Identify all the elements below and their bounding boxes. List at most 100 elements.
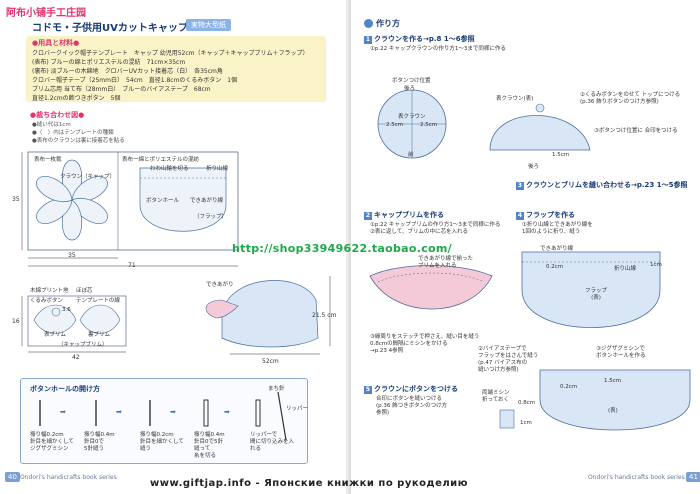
watermark-text: 阿布小铺手工庄园: [6, 8, 86, 19]
materials-line: クロバー帽子テープ（25mm白） 54cm 直径1.8cmのくるみボタン 1個: [32, 77, 238, 84]
fabric-label: 表布一綿とポリエステルの混紡: [122, 157, 200, 163]
covered-button-label: くるみボタン: [30, 298, 63, 304]
crown-diagram: [377, 89, 591, 159]
diagram-label: 表クラウン(表): [496, 96, 534, 102]
cutting-diagram: [21, 151, 239, 267]
diagram-label: ③ボタンつけ位置に 合印をつける: [594, 128, 678, 134]
svg-text:➡: ➡: [60, 408, 66, 416]
layout-note: ●表布のクラウンは裏に接着芯を貼る: [32, 138, 125, 144]
diagram-label: 1.5cm: [552, 152, 570, 158]
diagram-label: 0.2cm: [560, 384, 578, 390]
diagram-label: ③ジグザグミシンで ボタンホールを作る: [596, 346, 646, 359]
step-title-text: クラウンを作る→p.8 1〜6参照: [374, 35, 475, 43]
flap-diagram: [499, 251, 691, 431]
step-2-text: ①p.22 キャップブリムの作り方1〜3まで同様に作る ②表に返して、ブリムの中…: [370, 222, 501, 235]
diagram-label: 1.5cm: [604, 378, 622, 384]
layout-title: ●裁ち合わせ図●: [30, 111, 85, 119]
buttonhole-steps-diagram: ➡ ➡ ➡ ➡: [39, 391, 287, 441]
diagram-label: フラップ (表): [584, 288, 607, 301]
buttonhole-step: 振り幅0.2cm 針目を細かくしてジグザグミシン: [30, 432, 74, 452]
flap-label: （フラップ）: [194, 214, 228, 220]
brim-diagram: [21, 276, 331, 355]
diagram-label: 2.5cm: [386, 122, 404, 128]
step-title-text: フラップを作る: [526, 211, 575, 219]
dimension-label: 16: [12, 318, 20, 325]
dimension-label: 52cm: [262, 358, 279, 365]
materials-line: (裏布) 淡ブルーの木綿地 クロバーUVカット接着芯（白） 各35cm角: [32, 68, 223, 75]
brim-core-label: ほぼ芯: [76, 288, 93, 294]
site-url-footer: www.giftjap.info - Японские книжки по ру…: [150, 478, 468, 489]
finish-line-label: できあがり線: [190, 198, 224, 204]
step-number: 5: [364, 386, 372, 394]
diagram-label: 表クラウン: [398, 114, 426, 120]
cap-brim-label: （キャップブリム）: [58, 342, 108, 348]
step-number: 4: [516, 212, 524, 220]
svg-text:➡: ➡: [170, 408, 176, 416]
diagram-label: ボタンつけ位置: [392, 78, 431, 84]
materials-panel: [26, 36, 326, 102]
crown-label: クラウン（キャップ）: [60, 174, 116, 180]
diagram-label: 後ろ: [404, 86, 416, 92]
diagram-label: 前: [408, 152, 414, 158]
buttonhole-step: 振り幅0.2cm 針目を細かくして縫う: [140, 432, 184, 452]
diagram-label: 1cm: [650, 262, 662, 268]
page-title: コドモ・子供用UVカットキャップ: [32, 23, 188, 34]
materials-line: (表布) ブルーの綿とポリエステルの混紡 71cm×35cm: [32, 59, 186, 66]
layout-note: ●縫い代は1cm: [32, 122, 71, 128]
diagram-label: (表): [608, 408, 618, 414]
fabric-label: 表布一枚裁: [34, 157, 62, 163]
diagram-label: ②くるみボタンをのせて トップにつける (p.36 飾りボタンのつけ方参照): [580, 92, 681, 105]
how-to-heading: 作り方: [376, 19, 400, 28]
finished-label: できあがり: [206, 282, 234, 288]
diagram-label: 1cm: [520, 420, 532, 426]
template-line-label: テンプレートの線: [76, 298, 120, 304]
step-1-text: ①p.22 キャップクラウンの作り方1〜3まで同様に作る: [370, 46, 506, 52]
cap-brim-diagram: [369, 265, 493, 310]
front-brim-label: 表ブリム: [44, 332, 67, 338]
dimension-label: 3.6: [62, 307, 71, 313]
left-page: 阿布小铺手工庄园 コドモ・子供用UVカットキャップ 実物大型紙 ●用具と材料● …: [5, 0, 351, 494]
step-number: 2: [364, 212, 372, 220]
page-number-right: 41: [686, 472, 700, 482]
diagram-label: 両端ミシン 折っておく: [482, 390, 510, 403]
diagram-label: 後ろ: [528, 164, 540, 170]
fold-label: わわ山輪を切る: [150, 166, 189, 172]
diagram-label: できあがり線: [540, 246, 574, 252]
svg-text:➡: ➡: [224, 408, 230, 416]
buttonhole-step: リッパーで 間に切り込みを入れる: [250, 432, 295, 452]
title-badge: 実物大型紙: [186, 19, 231, 31]
materials-line: 直径1.2cmの飾つきボタン 5個: [32, 95, 121, 102]
materials-title: ●用具と材料●: [32, 39, 80, 47]
dimension-label: 21.5 cm: [312, 312, 337, 319]
step-title-text: キャップブリムを作る: [374, 211, 444, 219]
pin-label: まち針: [268, 386, 285, 392]
buttonhole-title: ボタンホールの開け方: [30, 385, 100, 393]
diagram-label: できあがり線で揃った ブリムを入れる: [418, 256, 474, 269]
diagram-label: 0.2cm: [546, 264, 564, 270]
dimension-label: 35: [68, 252, 76, 259]
dimension-label: 71: [128, 262, 136, 269]
step-5-text: 合印にボタンを縫いつける (p.36 飾つきボタンのつけ方 参照): [376, 396, 448, 416]
shop-url-watermark: http://shop33949622.taobao.com/: [232, 242, 453, 255]
step-number: 3: [516, 182, 524, 190]
materials-line: ブリム芯用 当て布（28mm白） ブルーのバイアステープ 68cm: [32, 86, 211, 93]
step-number: 1: [364, 36, 372, 44]
step-title-text: クラウンにボタンをつける: [374, 385, 458, 393]
step-title-text: クラウンとブリムを縫い合わせる→p.23 1〜5参照: [526, 181, 688, 189]
diagram-label: ③縁周りをステッチで押さえ、縫い目を縫う 0.8cmの間隔にミシンをかける →p…: [370, 334, 480, 354]
svg-text:➡: ➡: [116, 408, 122, 416]
footer-left: Ondori's handicrafts book series: [20, 474, 117, 481]
back-brim-label: 裏ブリム: [88, 332, 111, 338]
page-number-left: 40: [5, 472, 20, 482]
buttonhole-step: 振り幅0.4m 針目0で5針 縫って 糸を切る: [194, 432, 225, 459]
dimension-label: 42: [72, 354, 80, 361]
ripper-label: リッパー: [286, 406, 309, 412]
brim-fabric-label: 木綿プリント地: [30, 288, 69, 294]
diagram-label: 0.8cm: [518, 400, 536, 406]
diagram-label: 2.5cm: [420, 122, 438, 128]
